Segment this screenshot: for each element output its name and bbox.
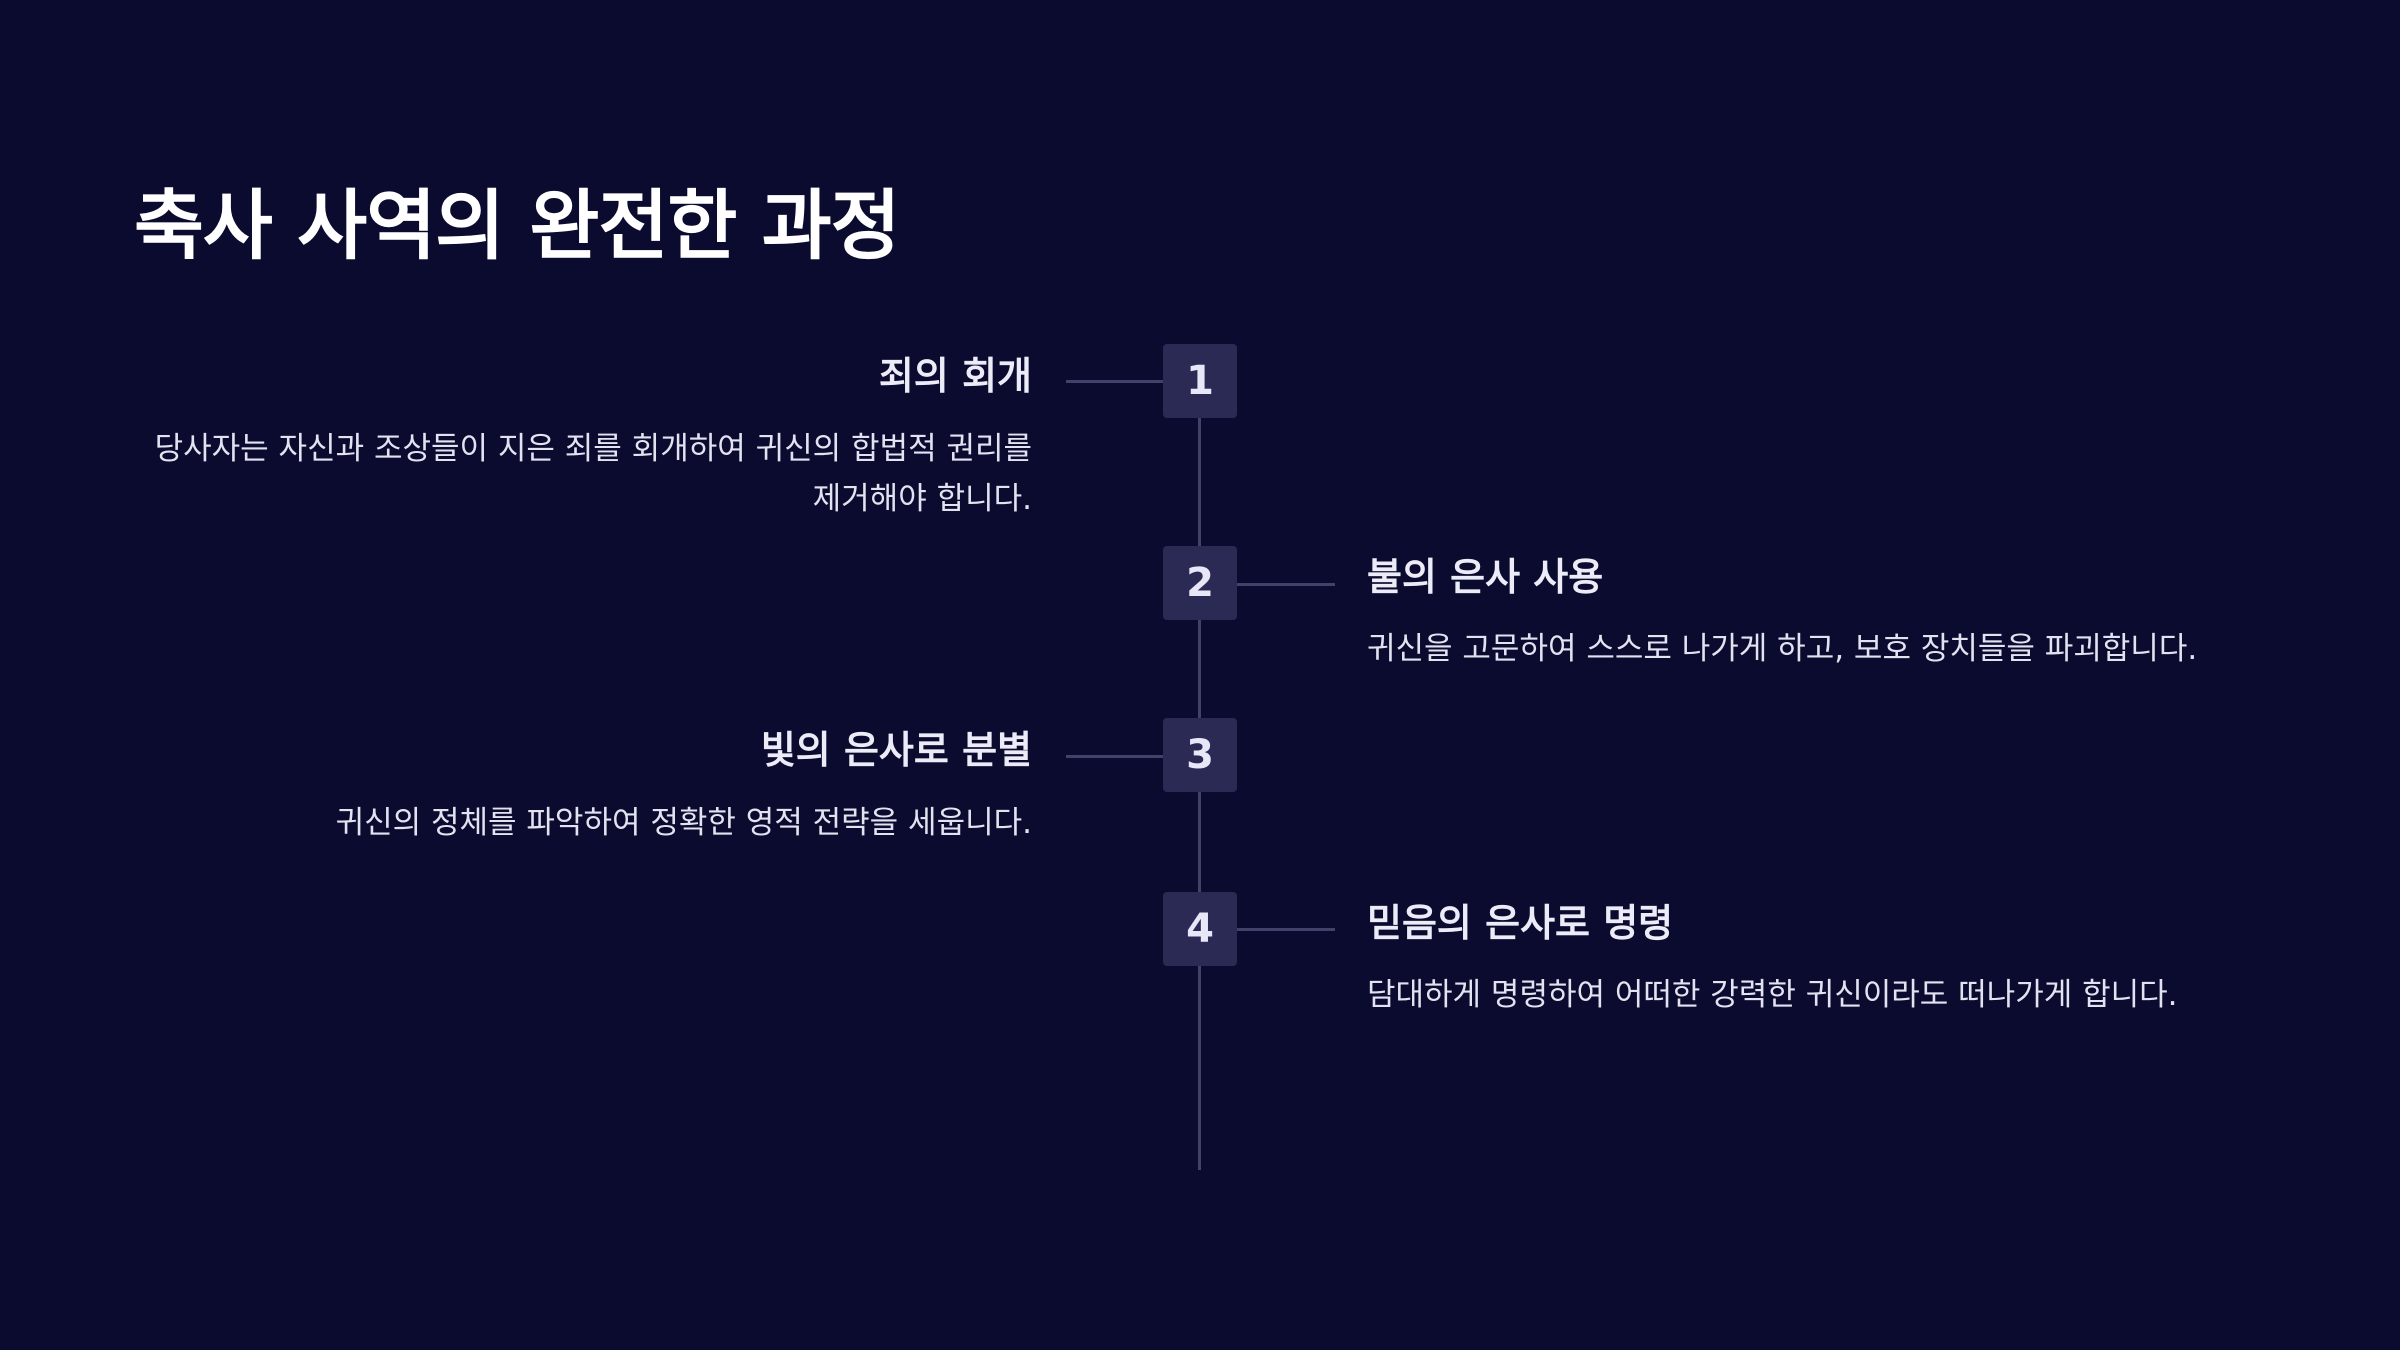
step-1-description: 당사자는 자신과 조상들이 지은 죄를 회개하여 귀신의 합법적 권리를 제거해… bbox=[154, 431, 1032, 517]
step-1-badge: 1 bbox=[1163, 344, 1237, 418]
step-2-connector bbox=[1237, 583, 1335, 586]
slide-title: 축사 사역의 완전한 과정 bbox=[134, 181, 901, 270]
step-4-description: 담대하게 명령하여 어떠한 강력한 귀신이라도 떠나가게 합니다. bbox=[1367, 977, 2178, 1013]
step-1-heading: 죄의 회개 bbox=[878, 354, 1032, 398]
step-3-description: 귀신의 정체를 파악하여 정확한 영적 전략을 세웁니다. bbox=[335, 805, 1032, 841]
step-4-connector bbox=[1237, 928, 1335, 931]
step-3-connector bbox=[1066, 755, 1164, 758]
step-1-connector bbox=[1066, 380, 1164, 383]
step-4-heading: 믿음의 은사로 명령 bbox=[1367, 901, 1674, 945]
step-4-badge: 4 bbox=[1163, 892, 1237, 966]
step-2-badge: 2 bbox=[1163, 546, 1237, 620]
step-2-description: 귀신을 고문하여 스스로 나가게 하고, 보호 장치들을 파괴합니다. bbox=[1367, 631, 2198, 667]
step-3-badge: 3 bbox=[1163, 718, 1237, 792]
step-2-heading: 불의 은사 사용 bbox=[1367, 555, 1604, 599]
step-3-heading: 빛의 은사로 분별 bbox=[760, 728, 1032, 772]
